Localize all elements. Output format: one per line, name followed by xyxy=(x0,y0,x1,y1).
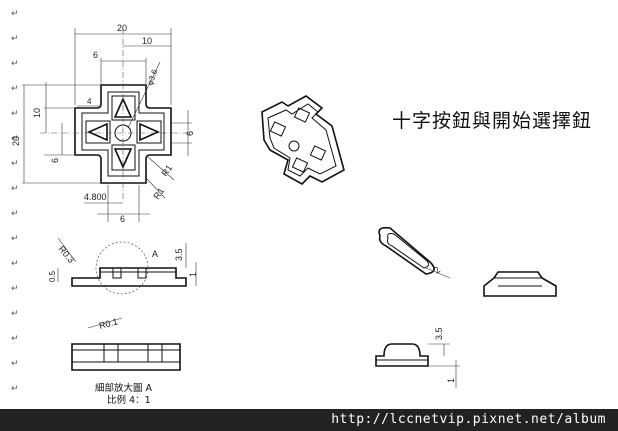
para-mark: ↵ xyxy=(11,9,19,19)
detail-profile xyxy=(71,343,181,371)
leader-line xyxy=(127,61,161,129)
iso-down-pad xyxy=(291,157,309,173)
dim-arm-width-left: 6 xyxy=(50,158,60,163)
drawing-title: 十字按鈕與開始選擇鈕 xyxy=(392,110,592,132)
start-button-profile xyxy=(375,343,429,367)
dim-base-start: 1 xyxy=(446,378,456,383)
dim-height-side: 3.5 xyxy=(174,248,184,261)
dim-radius-a: R1 xyxy=(159,163,174,178)
detail-caption: 細部放大圖 A xyxy=(95,382,153,394)
dim-offset: 4.800 xyxy=(84,192,107,202)
iso-up-pad xyxy=(293,107,311,123)
para-mark: ↵ xyxy=(11,84,19,94)
leader-line xyxy=(425,267,451,279)
left-arrow-icon xyxy=(87,122,108,142)
start-button-top xyxy=(387,233,430,269)
side-profile xyxy=(71,267,187,287)
left-arrow-frame xyxy=(85,120,111,144)
dim-height-start: 3.5 xyxy=(434,327,444,340)
dim-radius-b: R1 xyxy=(151,186,166,201)
dim-half-width: 10 xyxy=(142,36,152,46)
right-arrow-icon xyxy=(139,122,160,142)
down-arrow-frame xyxy=(111,144,136,171)
leader-line xyxy=(145,177,166,199)
detail-callout: A xyxy=(152,249,158,259)
dpad-isometric xyxy=(261,95,345,185)
start-button-3d-outline xyxy=(483,271,557,297)
start-button-isometric: 2 xyxy=(378,226,451,279)
dim-small-4: 4 xyxy=(87,97,92,106)
side-rib xyxy=(112,267,122,279)
dim-arm-width-top: 6 xyxy=(93,50,98,60)
iso-center-hole xyxy=(288,140,300,152)
detail-view-a: R0.1 細部放大圖 A 比例 4：1 xyxy=(71,316,181,406)
para-mark: ↵ xyxy=(11,109,19,119)
dim-fillet-side: R0.3 xyxy=(56,244,76,265)
para-mark: ↵ xyxy=(11,359,19,369)
start-button-side-view: 3.5 1 xyxy=(375,327,460,388)
iso-inner-outline xyxy=(267,103,337,177)
dim-right-arm: 6 xyxy=(185,131,195,136)
dim-fillet-detail: R0.1 xyxy=(98,316,119,331)
start-button-3d xyxy=(483,271,557,297)
dpad-inner-outline xyxy=(81,91,165,177)
leader-line xyxy=(87,317,123,329)
iso-left-pad xyxy=(269,121,287,137)
up-arrow-frame xyxy=(111,95,136,121)
dim-lip: 0.5 xyxy=(48,270,57,282)
para-mark: ↵ xyxy=(11,334,19,344)
technical-drawing: ↵ ↵ ↵ ↵ ↵ ↵ ↵ ↵ ↵ ↵ ↵ ↵ ↵ ↵ ↵ ↵ xyxy=(11,9,592,406)
detail-scale: 比例 4：1 xyxy=(107,394,151,406)
dpad-side-view: R0.3 A 3.5 1 0.5 xyxy=(48,237,198,295)
iso-right-pad xyxy=(309,145,327,161)
side-rib xyxy=(137,267,147,279)
start-button-outline xyxy=(378,226,435,275)
dpad-outline xyxy=(74,84,172,184)
detail-rib xyxy=(147,343,163,363)
dim-arm-width-bottom: 6 xyxy=(120,214,125,224)
para-mark: ↵ xyxy=(11,184,19,194)
para-mark: ↵ xyxy=(11,284,19,294)
watermark-bar: http://lccnetvip.pixnet.net/album xyxy=(0,409,618,431)
para-mark: ↵ xyxy=(11,309,19,319)
iso-outline xyxy=(261,95,345,185)
leader-line xyxy=(57,237,77,263)
para-mark: ↵ xyxy=(11,234,19,244)
para-mark: ↵ xyxy=(11,134,19,144)
dim-length-callout: 2 xyxy=(432,265,442,276)
detail-rib xyxy=(103,343,119,363)
para-mark: ↵ xyxy=(11,34,19,44)
dim-overall-height: 20 xyxy=(11,136,21,146)
right-arrow-frame xyxy=(136,120,162,144)
dim-overall-width: 20 xyxy=(117,23,127,33)
watermark-url: http://lccnetvip.pixnet.net/album xyxy=(331,412,606,427)
leader-line xyxy=(147,156,175,181)
dim-base-side: 1 xyxy=(188,272,198,277)
para-mark: ↵ xyxy=(11,209,19,219)
para-mark: ↵ xyxy=(11,59,19,69)
para-mark: ↵ xyxy=(11,159,19,169)
para-mark: ↵ xyxy=(11,259,19,269)
dpad-front-view: 20 10 6 φ3.6 10 20 6 4 6 R1 R1 4.800 xyxy=(11,23,195,224)
para-mark: ↵ xyxy=(11,384,19,394)
dim-left-height: 10 xyxy=(32,108,42,118)
paragraph-marks: ↵ ↵ ↵ ↵ ↵ ↵ ↵ ↵ ↵ ↵ ↵ ↵ ↵ ↵ ↵ ↵ xyxy=(11,9,19,394)
